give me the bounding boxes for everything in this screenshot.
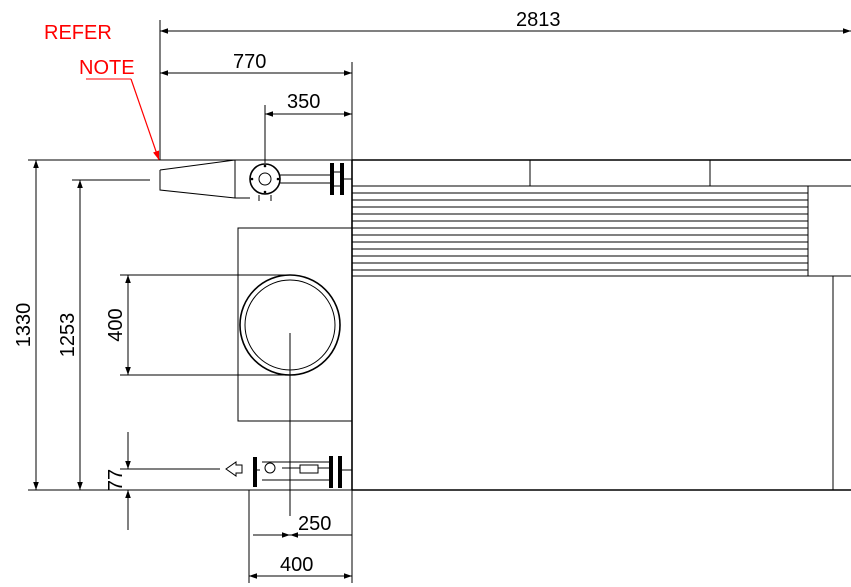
extension-lines — [28, 20, 353, 583]
refer-note-line2: NOTE — [79, 57, 135, 79]
dimension-lines — [33, 28, 851, 579]
dim-overall-length: 2813 — [516, 9, 561, 31]
main-body — [351, 159, 851, 491]
dim-inlet-height: 1253 — [57, 313, 79, 358]
refer-note-leader — [130, 78, 160, 161]
dim-inlet-offset: 770 — [233, 51, 266, 73]
dim-drain-height: 77 — [105, 469, 127, 491]
refer-note-callout: REFER NOTE — [44, 22, 160, 161]
dim-overall-height: 1330 — [13, 303, 35, 348]
drain-assembly — [225, 456, 352, 488]
flow-arrow-icon — [225, 461, 243, 477]
dimension-labels: 2813 770 350 1330 1253 400 77 250 400 — [13, 9, 561, 576]
refer-note-line1: REFER — [44, 22, 112, 44]
dim-outlet-centre-offset: 250 — [298, 513, 331, 535]
dim-flange-offset: 350 — [287, 91, 320, 113]
dim-outlet-diameter: 400 — [105, 308, 127, 341]
dim-drain-width: 400 — [280, 554, 313, 576]
tube-bank — [352, 185, 851, 277]
inlet-assembly — [159, 159, 352, 201]
